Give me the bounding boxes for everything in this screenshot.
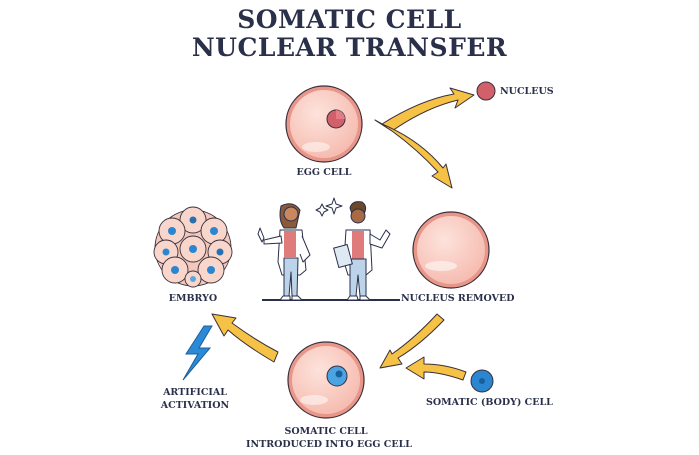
title-line-1: SOMATIC CELL <box>237 5 462 34</box>
male-scientist <box>333 201 391 301</box>
label-artificial-activation-1: ARTIFICIAL <box>163 387 227 398</box>
label-embryo: EMBRYO <box>168 293 218 304</box>
nucleus-removed-cell <box>412 211 490 289</box>
lightning-icon <box>182 325 213 381</box>
nucleus-icon <box>476 81 496 101</box>
label-somatic-introduced-1: SOMATIC CELL <box>284 426 368 437</box>
fused-egg-cell <box>287 341 365 419</box>
label-nucleus: NUCLEUS <box>500 86 554 97</box>
label-artificial-activation-2: ACTIVATION <box>160 400 230 411</box>
embryo <box>153 206 233 288</box>
sparkle-icon <box>315 203 329 217</box>
female-scientist <box>257 203 311 301</box>
label-somatic-body-cell: SOMATIC (BODY) CELL <box>426 397 553 408</box>
arrow-to-embryo <box>211 313 279 363</box>
scientists-illustration <box>257 197 400 301</box>
somatic-body-cell <box>470 369 494 393</box>
label-nucleus-removed: NUCLEUS REMOVED <box>401 293 515 304</box>
sparkle-icon <box>325 197 343 215</box>
label-egg-cell: EGG CELL <box>296 167 352 178</box>
fork-arrow <box>374 87 475 189</box>
label-somatic-introduced-2: INTRODUCED INTO EGG CELL <box>246 439 412 450</box>
egg-cell <box>285 85 363 163</box>
arrow-to-fusion <box>379 313 445 369</box>
title-line-2: NUCLEAR TRANSFER <box>191 33 508 62</box>
arrow-from-somatic-cell <box>405 356 467 381</box>
